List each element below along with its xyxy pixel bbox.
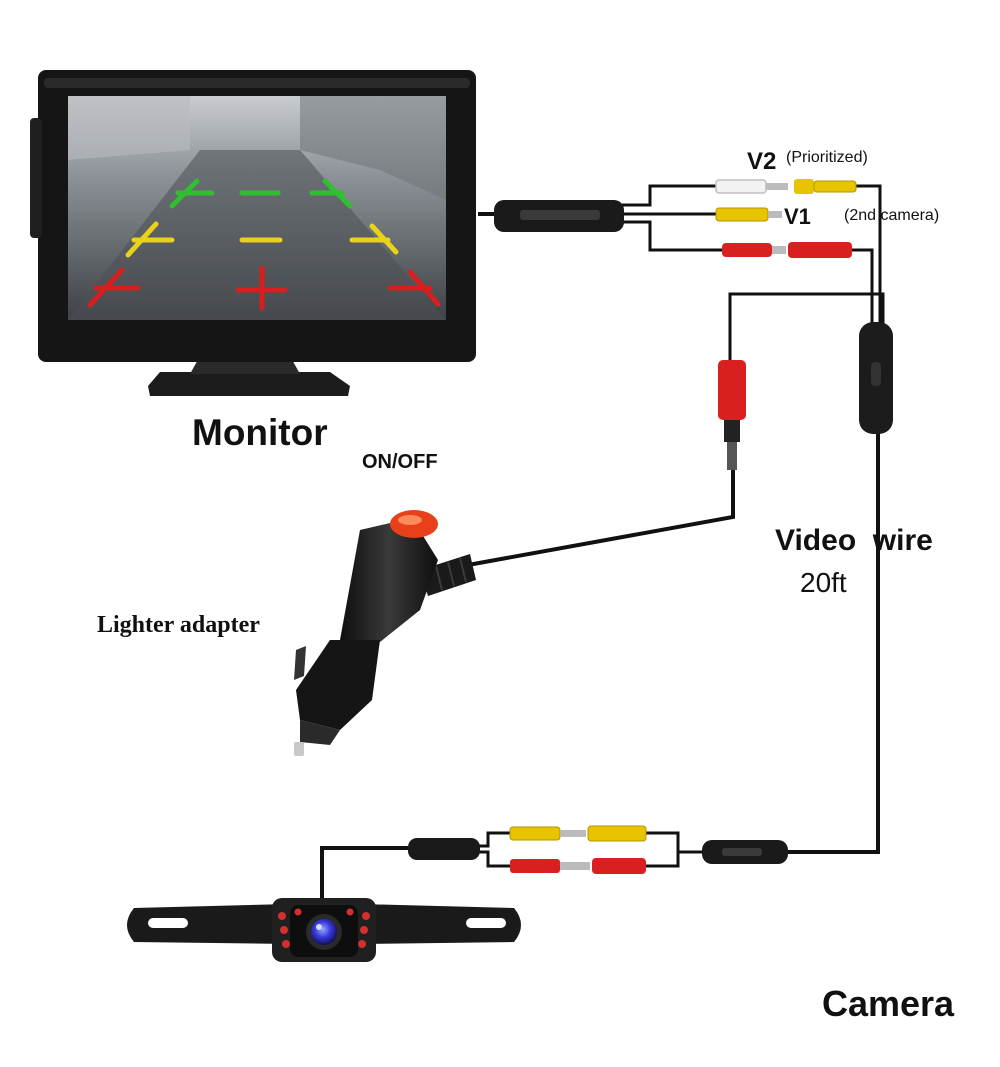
lighter-adapter [294, 510, 476, 756]
power-jack [718, 360, 746, 470]
guide-lines-red [87, 265, 441, 311]
video-wire-length-label: 20ft [800, 567, 847, 598]
rca-power-connectors [722, 242, 852, 258]
v2-label: V2 [747, 148, 777, 175]
inline-module [859, 322, 893, 434]
on-off-label: ON/OFF [362, 451, 438, 473]
wires [320, 184, 885, 905]
video-wire-label: Video wire [775, 524, 933, 557]
camera-label: Camera [822, 983, 955, 1024]
v2-prioritized-label: (Prioritized) [786, 149, 868, 166]
guide-lines-yellow [125, 221, 399, 258]
second-camera-label: (2nd camera) [844, 207, 940, 224]
guide-lines-green [169, 178, 353, 209]
license-plate-camera [127, 898, 521, 962]
v1-label: V1 [784, 204, 811, 229]
converter-box [494, 200, 624, 232]
camera-cable-connectors [408, 825, 788, 874]
rca-v1-connector [715, 207, 782, 222]
lighter-adapter-label: Lighter adapter [97, 612, 260, 638]
monitor-label: Monitor [192, 412, 328, 453]
rca-v2-connectors [715, 179, 857, 194]
monitor [30, 70, 476, 396]
